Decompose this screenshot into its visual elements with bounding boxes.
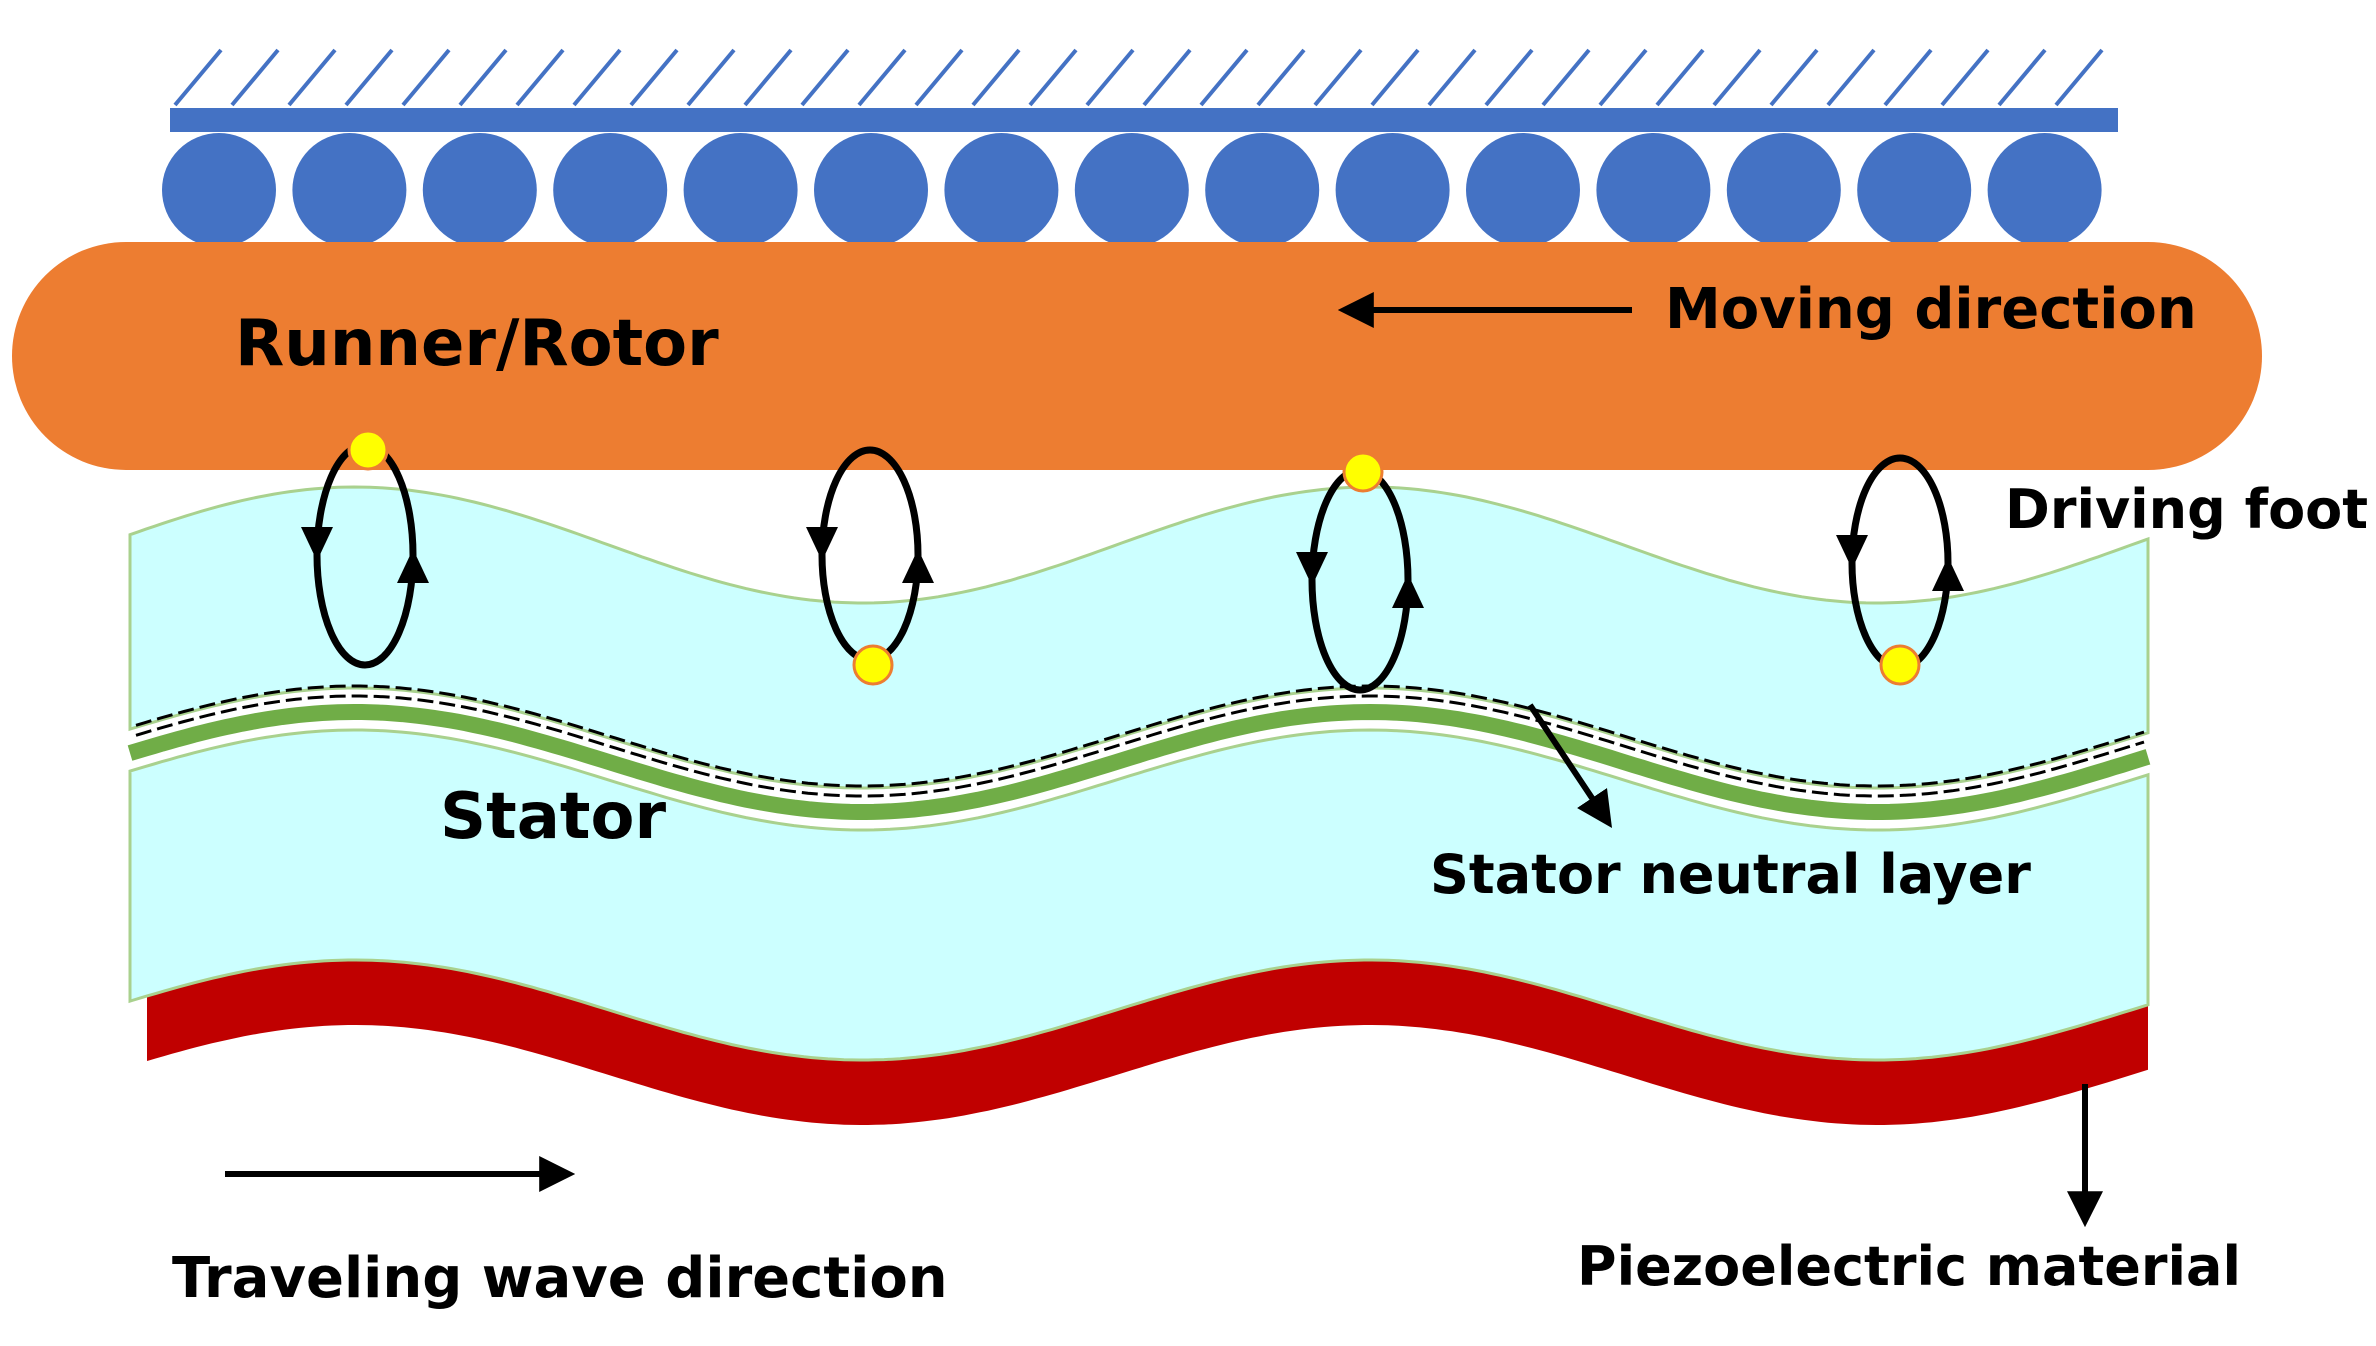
neutral-layer-pointer-arrow (1527, 703, 1612, 828)
hatch-line (1655, 48, 1705, 107)
contact-point (1342, 451, 1384, 493)
runner-rotor (12, 242, 2262, 470)
hatch-line (914, 48, 964, 107)
hatch-line (1427, 48, 1477, 107)
hatch-line (686, 48, 736, 107)
trajectory-arrowhead-down (1836, 535, 1868, 569)
bearing-ball (1987, 133, 2102, 247)
trajectory-arrowhead-up (1932, 557, 1964, 591)
hatch-line (2054, 48, 2104, 107)
hatch-line (743, 48, 793, 107)
moving-direction-label: Moving direction (1665, 277, 2197, 342)
hatch-line (1142, 48, 1192, 107)
stator-label: Stator (440, 780, 666, 854)
bearing-ball (162, 133, 276, 247)
hatch-line (1313, 48, 1363, 107)
ground-bar (170, 108, 2118, 132)
bearing-ball (944, 133, 1059, 247)
hatch-line (1541, 48, 1591, 107)
traveling-wave-direction-label: Traveling wave direction (172, 1246, 948, 1311)
hatch-line (1598, 48, 1648, 107)
stator-neutral-layer (127, 703, 2151, 820)
hatch-line (287, 48, 337, 107)
trajectory-arrowhead-down (1296, 552, 1328, 586)
stator-lower-body (128, 728, 2150, 1062)
hatch-line (515, 48, 565, 107)
hatch-line (344, 48, 394, 107)
hatch-line (971, 48, 1021, 107)
hatch-line (572, 48, 622, 107)
bearing-ball (422, 133, 537, 247)
bearing-ball (1466, 133, 1580, 247)
stator-upper-body (128, 485, 2150, 790)
trajectory-arrowhead-up (1392, 574, 1424, 608)
hatch-line (1826, 48, 1876, 107)
hatch-line (1256, 48, 1306, 107)
contact-points (347, 429, 1921, 686)
runner-rotor-label: Runner/Rotor (235, 307, 719, 381)
elliptical-trajectories (301, 441, 1964, 694)
hatch-line (230, 48, 280, 107)
hatch-line (1769, 48, 1819, 107)
driving-foot-label: Driving foot (2005, 478, 2368, 541)
neutral-layer-dashed-bottom (135, 694, 2145, 798)
bearing-ball (292, 133, 407, 247)
hatch-line (857, 48, 907, 107)
bearing-ball (1857, 133, 1972, 247)
piezoelectric-material-label: Piezoelectric material (1577, 1235, 2241, 1298)
contact-point (852, 644, 894, 686)
bearing-ball (1074, 133, 1189, 247)
stator-neutral-layer-label: Stator neutral layer (1430, 843, 2031, 906)
hatch-line (1484, 48, 1534, 107)
hatch-line (1940, 48, 1990, 107)
hatch-line (1997, 48, 2047, 107)
hatch-line (1199, 48, 1249, 107)
trajectory-arrowhead-up (902, 549, 934, 583)
hatch-line (173, 48, 223, 107)
neutral-layer-dashed-top (135, 684, 2145, 788)
hatch-line (629, 48, 679, 107)
bearing-balls (162, 133, 2102, 247)
hatch-line (1370, 48, 1420, 107)
bearing-ball (1205, 133, 1320, 247)
hatch-line (458, 48, 508, 107)
trajectory-arrowhead-up (397, 549, 429, 583)
bearing-ball (814, 133, 928, 247)
hatch-line (1712, 48, 1762, 107)
ground-hatching (173, 48, 2104, 107)
trajectory-arrowhead-down (806, 527, 838, 561)
piezoelectric-layer (147, 945, 2148, 1125)
contact-point (347, 429, 389, 471)
trajectory-arrowhead-down (301, 527, 333, 561)
bearing-ball (1726, 133, 1841, 247)
hatch-line (1085, 48, 1135, 107)
hatch-line (401, 48, 451, 107)
hatch-line (1883, 48, 1933, 107)
hatch-line (800, 48, 850, 107)
bearing-ball (683, 133, 798, 247)
contact-point (1879, 644, 1921, 686)
bearing-ball (553, 133, 668, 247)
bearing-ball (1596, 133, 1711, 247)
hatch-line (1028, 48, 1078, 107)
bearing-ball (1335, 133, 1450, 247)
